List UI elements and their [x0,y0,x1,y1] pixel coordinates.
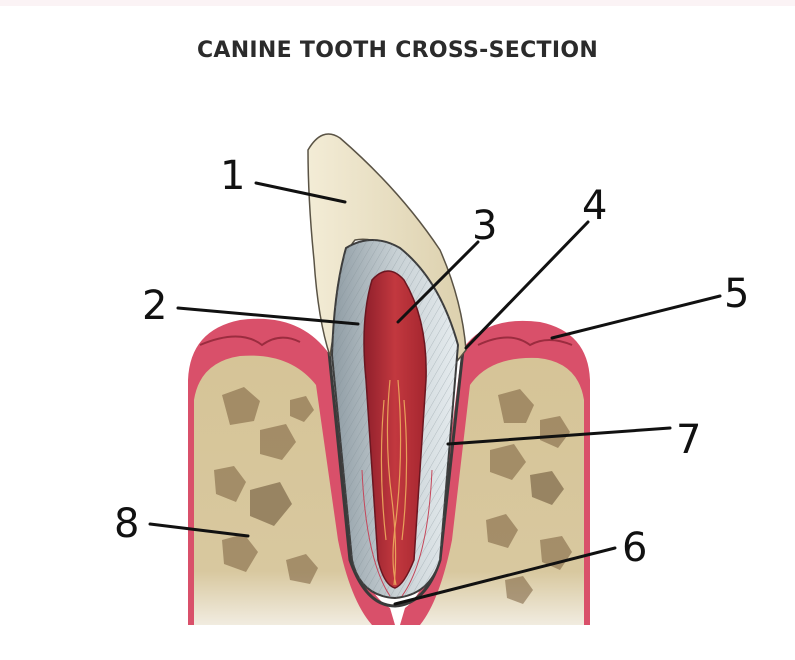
label-6: 6 [622,525,648,571]
top-band [0,0,795,6]
leader-line-1 [254,181,347,204]
bone-texture [214,387,572,604]
leader-line-2 [176,306,360,326]
leader-line-6 [393,546,617,606]
right-gum-highlight [477,336,573,347]
pulp [363,270,427,589]
label-3: 3 [472,203,498,249]
label-7: 7 [676,417,702,463]
leader-line-5 [550,294,722,340]
leader-lines [148,181,722,606]
left-gum-highlight [199,335,301,347]
canal-lines [361,469,433,597]
leader-line-4 [464,220,590,350]
label-1: 1 [220,153,246,199]
label-8: 8 [114,501,140,547]
diagram-title: CANINE TOOTH CROSS-SECTION [196,38,599,63]
label-5: 5 [724,271,750,317]
label-2: 2 [142,283,168,329]
leader-line-3 [396,240,480,324]
leader-line-7 [446,426,672,446]
pulp-nerves [380,379,408,586]
leader-line-8 [148,522,250,538]
label-4: 4 [582,183,608,229]
